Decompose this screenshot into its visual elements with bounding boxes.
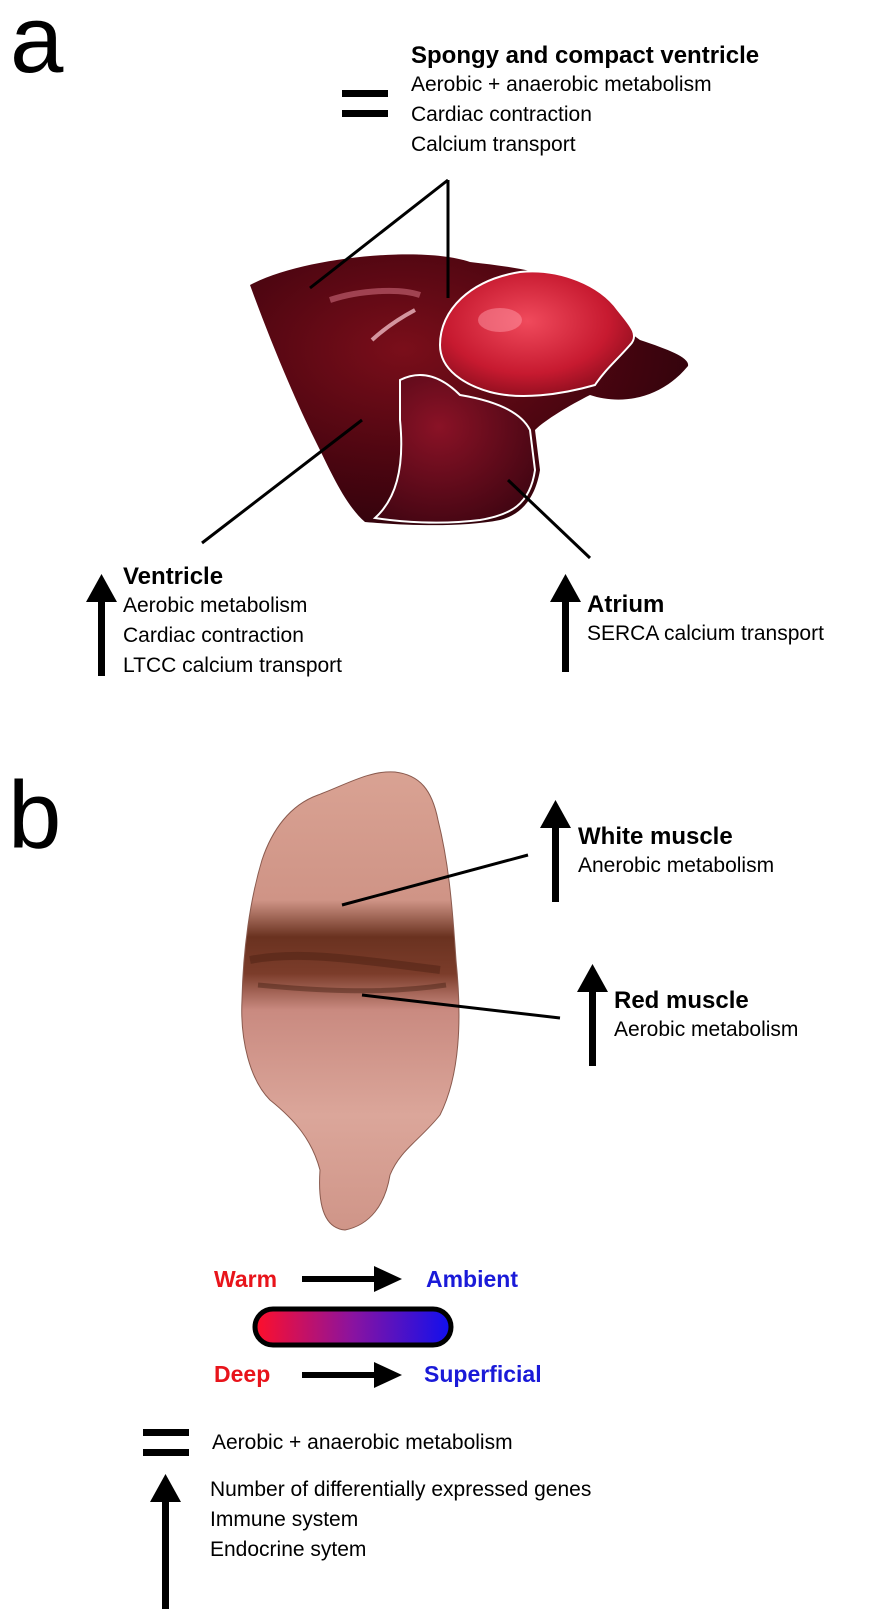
panel-label-b: b: [8, 768, 61, 864]
legend-up-list: Number of differentially expressed genes…: [210, 1475, 591, 1565]
atrium-title: Atrium: [587, 591, 824, 619]
up-arrow-icon: [550, 574, 581, 672]
muscle-image: [242, 772, 459, 1230]
ventricle-line: LTCC calcium transport: [123, 651, 342, 681]
heart-image: [250, 254, 688, 525]
equals-sign-icon: [342, 90, 388, 117]
spongy-compact-ventricle-annotation: Spongy and compact ventricle Aerobic + a…: [411, 42, 759, 160]
atrium-line: SERCA calcium transport: [587, 619, 824, 649]
ventricle-line: Aerobic metabolism: [123, 591, 342, 621]
right-arrow-icon: [302, 1266, 402, 1292]
ventricle-title: Ventricle: [123, 563, 342, 591]
red-muscle-line: Aerobic metabolism: [614, 1015, 798, 1045]
legend-deep-label: Deep: [214, 1361, 270, 1388]
legend-up-line: Immune system: [210, 1505, 591, 1535]
white-muscle-line: Anerobic metabolism: [578, 851, 774, 881]
up-arrow-icon: [86, 574, 117, 676]
red-muscle-annotation: Red muscle Aerobic metabolism: [614, 987, 798, 1045]
spongy-line: Calcium transport: [411, 130, 759, 160]
spongy-line: Cardiac contraction: [411, 100, 759, 130]
white-muscle-title: White muscle: [578, 823, 774, 851]
up-arrow-icon: [540, 800, 571, 902]
red-muscle-title: Red muscle: [614, 987, 798, 1015]
legend-equal-text: Aerobic + anaerobic metabolism: [212, 1428, 513, 1458]
white-muscle-annotation: White muscle Anerobic metabolism: [578, 823, 774, 881]
spongy-compact-ventricle-title: Spongy and compact ventricle: [411, 42, 759, 70]
up-arrow-icon: [150, 1474, 181, 1609]
spongy-line: Aerobic + anaerobic metabolism: [411, 70, 759, 100]
legend-up-line: Endocrine sytem: [210, 1535, 591, 1565]
legend-ambient-label: Ambient: [426, 1266, 518, 1293]
panel-label-a: a: [10, 0, 63, 88]
temperature-gradient-bar: [255, 1309, 451, 1345]
legend-warm-label: Warm: [214, 1266, 277, 1293]
legend-up-line: Number of differentially expressed genes: [210, 1475, 591, 1505]
atrium-annotation: Atrium SERCA calcium transport: [587, 591, 824, 649]
ventricle-annotation: Ventricle Aerobic metabolism Cardiac con…: [123, 563, 342, 681]
right-arrow-icon: [302, 1362, 402, 1388]
legend-superficial-label: Superficial: [424, 1361, 542, 1388]
up-arrow-icon: [577, 964, 608, 1066]
ventricle-line: Cardiac contraction: [123, 621, 342, 651]
equals-sign-icon: [143, 1429, 189, 1456]
